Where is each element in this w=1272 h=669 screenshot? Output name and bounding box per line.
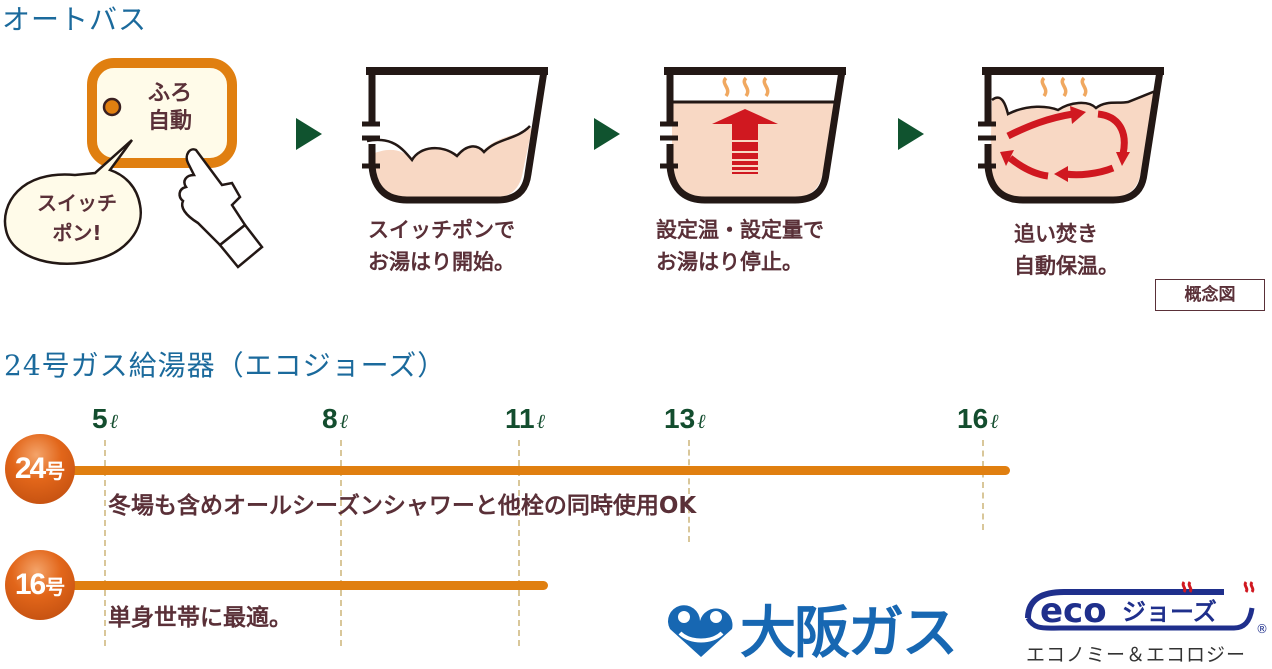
step3-line1: 追い焚き [1014,222,1098,246]
gridline-8 [340,440,342,646]
row16-description: 単身世帯に最適。 [108,605,292,631]
ecojozu-logo: eco ジョーズ ® エコノミー＆エコロジー [1024,578,1272,666]
bathtub-reheat-icon [978,66,1168,210]
ecojozu-mark: eco ジョーズ [1025,581,1255,631]
panel-label: ふろ 自動 [140,80,200,136]
osaka-gas-wordmark: 大阪ガス [740,601,958,666]
step1-line2: お湯はり開始。 [368,250,515,274]
bubble-label-line2: ポン! [52,221,102,245]
bathtub-filling-icon [362,66,552,210]
panel-label-line2: 自動 [147,109,192,134]
step2-line1: 設定温・設定量で [656,218,824,242]
svg-text:ジョーズ: ジョーズ [1122,598,1217,626]
osaka-gas-mark-icon [668,604,733,657]
circulation-arrows-icon [1006,110,1128,180]
step-arrow-icon [898,118,924,154]
svg-text:eco: eco [1040,591,1107,631]
ecojozu-subtitle: エコノミー＆エコロジー [1026,644,1247,666]
step3-line2: 自動保温。 [1014,254,1119,278]
gridline-16 [982,440,984,530]
capacity-bar-16 [70,581,548,590]
gridline-11 [518,440,520,646]
speech-bubble [3,139,143,265]
gridline-13 [688,440,690,542]
heater-title: 24号ガス給湯器（エコジョーズ） [4,349,447,382]
osaka-gas-logo: 大阪ガス [662,588,958,669]
up-arrow-icon [712,109,778,174]
switch-illustration [0,55,270,285]
concept-diagram-note: 概念図 [1155,279,1265,311]
bathtub-full-icon [660,66,850,210]
step-arrow-icon [594,118,620,154]
step3-caption: 追い焚き 自動保温。 [1014,218,1119,282]
capacity-bar-24 [70,466,1010,475]
step2-line2: お湯はり停止。 [656,250,803,274]
panel-hand-graphic [3,58,264,269]
bubble-label-line1: スイッチ [37,191,117,215]
row24-description: 冬場も含めオールシーズンシャワーと他栓の同時使用OK [108,493,697,519]
autobath-title: オートバス [2,3,148,36]
registered-mark: ® [1256,622,1268,636]
panel-label-line1: ふろ [147,81,192,106]
step1-caption: スイッチポンで お湯はり開始。 [368,214,515,278]
hand-icon [178,148,247,247]
bubble-label: スイッチ ポン! [22,188,132,248]
gridline-5 [104,440,106,646]
step1-line1: スイッチポンで [368,218,515,242]
step2-caption: 設定温・設定量で お湯はり停止。 [656,214,824,278]
step-arrow-icon [296,118,322,154]
